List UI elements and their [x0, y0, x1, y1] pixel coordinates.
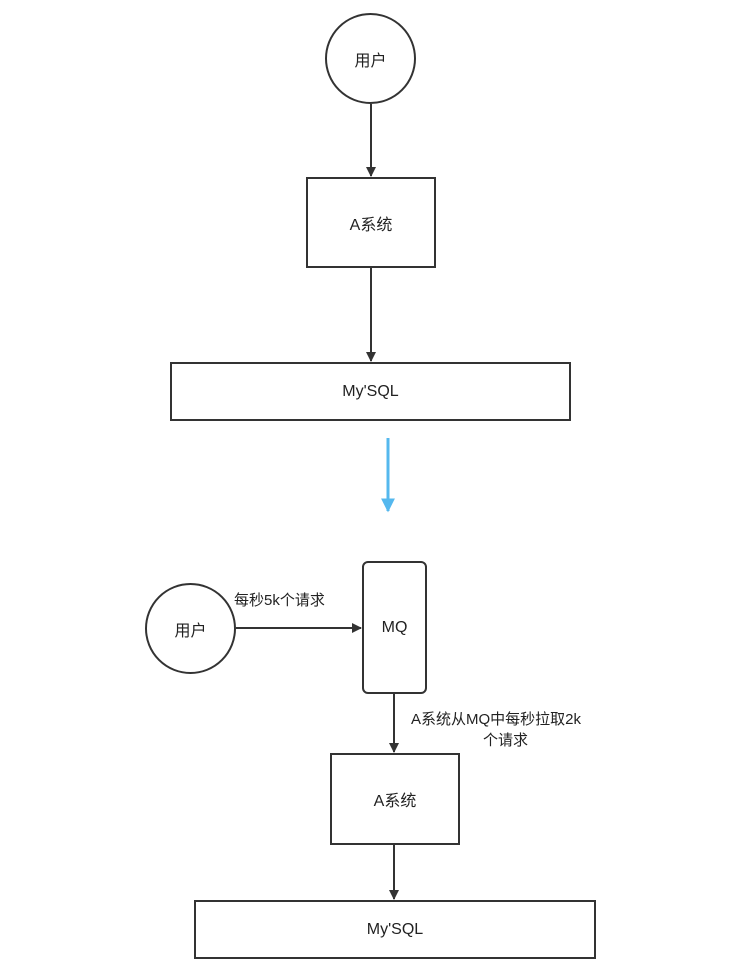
system-a-node-bottom: A系统	[330, 753, 460, 845]
user-label-bottom: 用户	[174, 622, 207, 640]
mq-node: MQ	[362, 561, 427, 694]
mq-label: MQ	[381, 618, 408, 636]
system-a-label-top: A系统	[349, 216, 393, 234]
mq-to-system-a-label-line1: A系统从MQ中每秒拉取2k	[411, 711, 582, 728]
mysql-node-bottom: My'SQL	[194, 900, 596, 959]
user-node-bottom: 用户	[145, 583, 236, 674]
user-node-top: 用户	[325, 13, 416, 104]
mysql-label-bottom: My'SQL	[366, 920, 424, 938]
user-label-top: 用户	[354, 52, 387, 70]
system-a-label-bottom: A系统	[373, 793, 417, 810]
system-a-node-top: A系统	[306, 177, 436, 268]
user-to-mq-label: 每秒5k个请求	[234, 592, 325, 609]
mysql-node-top: My'SQL	[170, 362, 571, 421]
mysql-label-top: My'SQL	[342, 382, 399, 400]
mq-to-system-a-label-line2: 个请求	[483, 732, 529, 749]
